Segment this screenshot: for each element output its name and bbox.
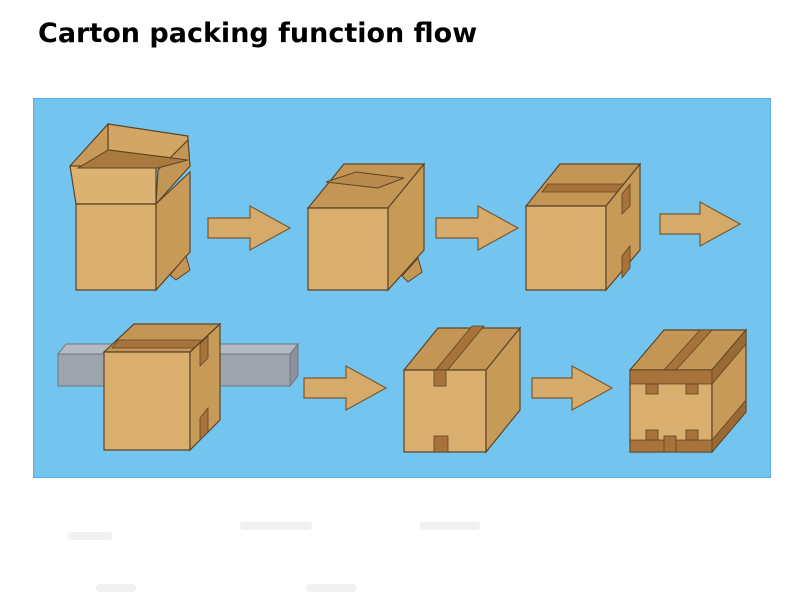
faint-mark	[306, 584, 356, 592]
arrow-4	[303, 364, 388, 412]
faint-mark	[240, 522, 312, 530]
step-top-and-edge-taped	[402, 325, 522, 454]
arrow-5	[531, 364, 614, 412]
arrow-1	[207, 204, 292, 252]
faint-mark	[420, 522, 480, 530]
faint-mark	[96, 584, 136, 592]
step-carton-on-conveyor	[56, 322, 300, 452]
faint-mark	[68, 532, 112, 540]
step-flaps-folded	[306, 162, 426, 292]
step-open-carton	[69, 122, 191, 292]
arrow-3	[659, 200, 742, 248]
step-fully-taped-carton	[628, 328, 748, 454]
step-top-taped	[524, 162, 642, 292]
arrow-2	[435, 204, 520, 252]
page-title: Carton packing function flow	[38, 18, 478, 49]
